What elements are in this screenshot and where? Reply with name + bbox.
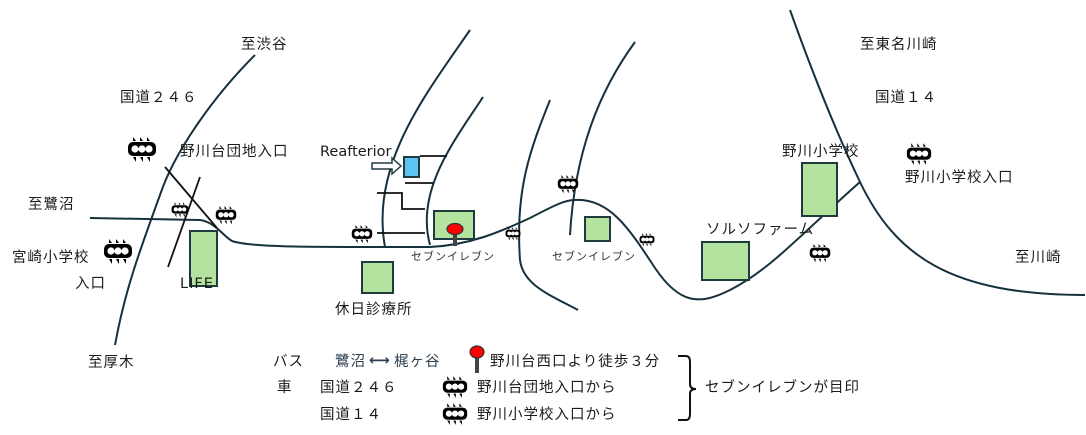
label-to-shibuya: 至渋谷 [241,37,288,53]
legend-bus-arrow-icon: ⟷ [369,353,391,369]
label-nogawadai-danchi-entrance: 野川台団地入口 [180,144,289,160]
side-road-1 [518,99,579,311]
legend-landmark-note: セブンイレブンが目印 [705,380,860,396]
legend-car-label: 車 [277,380,293,396]
crossing-line-1 [164,166,218,229]
label-miyazaki-school-entrance: 入口 [75,276,106,292]
traffic-light-icon [442,376,468,398]
side-road-4 [425,96,484,246]
legend-car-route2: 国道１４ [320,407,382,423]
label-seven-eleven-2: セブンイレブン [552,250,636,263]
holiday-clinic-building [361,261,394,294]
traffic-light-icon [809,244,831,263]
route-246-road [114,54,256,346]
label-nogawa-school: 野川小学校 [782,144,860,160]
label-to-atsugi: 至厚木 [88,355,135,371]
life-building [189,230,218,287]
legend-car-route1: 国道２４６ [320,380,398,396]
label-life: LIFE [180,276,214,292]
traffic-light-icon [215,206,237,225]
solso-farm-building [701,241,750,281]
label-holiday-clinic: 休日診療所 [335,302,413,318]
label-to-kawasaki: 至川崎 [1015,250,1062,266]
route-14-road [789,9,1086,296]
label-miyazaki-school: 宮崎小学校 [12,250,90,266]
nogawa-school-building [801,162,838,217]
traffic-light-icon [128,137,156,162]
traffic-light-icon [104,239,132,264]
side-road-2 [569,41,636,236]
label-nogawa-school-entrance: 野川小学校入口 [905,170,1014,186]
legend-bus-to: 梶ヶ谷 [394,354,441,370]
label-to-tomei-kawasaki: 至東名川崎 [860,37,938,53]
label-route-14: 国道１４ [875,90,937,106]
label-to-saginuma: 至鷺沼 [28,197,75,213]
legend-bus-from: 鷺沼 [335,354,366,370]
reafterior-building [403,156,420,178]
label-solso-farm: ソルソファーム [706,222,815,238]
traffic-light-icon [639,233,655,247]
legend-bus-note: 野川台西口より徒歩３分 [490,354,661,370]
legend-car-route2-note: 野川小学校入口から [477,407,617,423]
side-road-3 [381,29,471,248]
main-road-west [89,181,861,301]
alley [377,155,447,234]
crossing-line-2 [167,176,201,268]
legend-bus-label: バス [273,354,304,370]
legend-brace [678,355,697,421]
traffic-light-icon [351,225,373,244]
label-seven-eleven-1: セブンイレブン [411,250,495,263]
label-route-246: 国道２４６ [120,90,198,106]
label-reafterior: Reafterior [320,144,392,160]
map-pin-icon [446,222,464,246]
seven-eleven-2-building [584,216,611,242]
legend-car-route1-note: 野川台団地入口から [477,380,617,396]
traffic-light-icon [906,143,932,165]
arrow-right-icon [371,156,403,176]
traffic-light-icon [442,403,468,425]
legend-pin-icon [469,345,485,373]
